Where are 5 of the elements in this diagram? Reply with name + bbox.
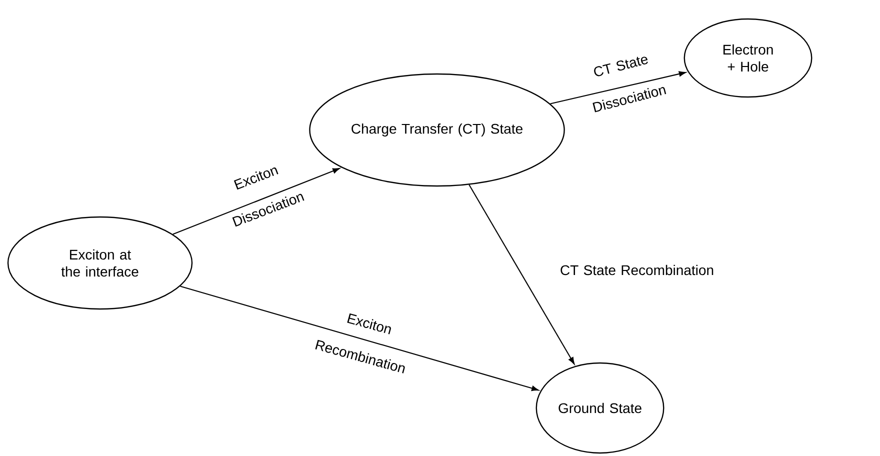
arrow [468,184,575,364]
arrow [550,71,686,104]
edge-label: CT State Recombination [560,264,714,276]
arrow [180,286,539,391]
arrow [172,168,340,235]
